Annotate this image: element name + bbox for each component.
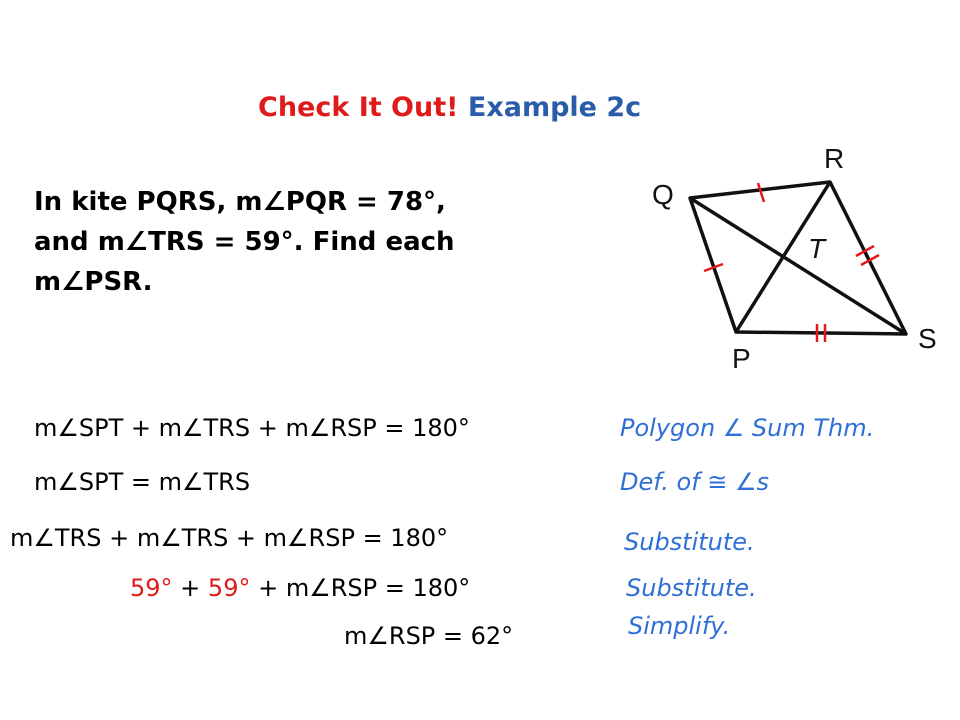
step-1-statement: m∠SPT + m∠TRS + m∠RSP = 180°	[34, 414, 470, 442]
kite-diagram: Q R T P S	[652, 143, 937, 374]
step-5-reason: Simplify.	[628, 612, 731, 640]
diagonal-qs	[689, 196, 907, 336]
label-p: P	[732, 343, 751, 374]
label-r: R	[824, 143, 844, 174]
step-5-statement: m∠RSP = 62°	[344, 622, 514, 650]
kite-figure: Q R T P S	[648, 136, 960, 376]
problem-line-2: and m∠TRS = 59°. Find each	[34, 227, 455, 257]
step-4-statement: 59° + 59° + m∠RSP = 180°	[130, 574, 470, 602]
label-q: Q	[652, 179, 674, 210]
problem-line-1: In kite PQRS, m∠PQR = 78°,	[34, 187, 446, 217]
problem-statement: In kite PQRS, m∠PQR = 78°, and m∠TRS = 5…	[34, 182, 574, 302]
title-example: Example 2c	[467, 92, 642, 123]
tick-qr	[756, 182, 766, 203]
tick-rs-1	[855, 244, 875, 258]
step-3-reason: Substitute.	[624, 528, 755, 556]
tick-rs-2	[860, 253, 880, 267]
label-t: T	[808, 233, 827, 264]
step-3-statement: m∠TRS + m∠TRS + m∠RSP = 180°	[10, 524, 449, 552]
tick-qp	[703, 262, 724, 273]
title-check-it-out: Check It Out!	[258, 92, 459, 123]
step-2-statement: m∠SPT = m∠TRS	[34, 468, 251, 496]
plus-sign: +	[172, 574, 208, 602]
step-4-reason: Substitute.	[626, 574, 757, 602]
congruence-marks	[703, 182, 880, 342]
label-s: S	[918, 323, 937, 354]
diagonal-rp	[734, 181, 832, 333]
step-2-reason: Def. of ≅ ∠s	[620, 468, 770, 496]
problem-line-3: m∠PSR.	[34, 267, 153, 297]
value-59-b: 59°	[207, 574, 251, 602]
step-1-reason: Polygon ∠ Sum Thm.	[620, 414, 875, 442]
step-4-rest: + m∠RSP = 180°	[250, 574, 471, 602]
value-59-a: 59°	[130, 574, 173, 602]
